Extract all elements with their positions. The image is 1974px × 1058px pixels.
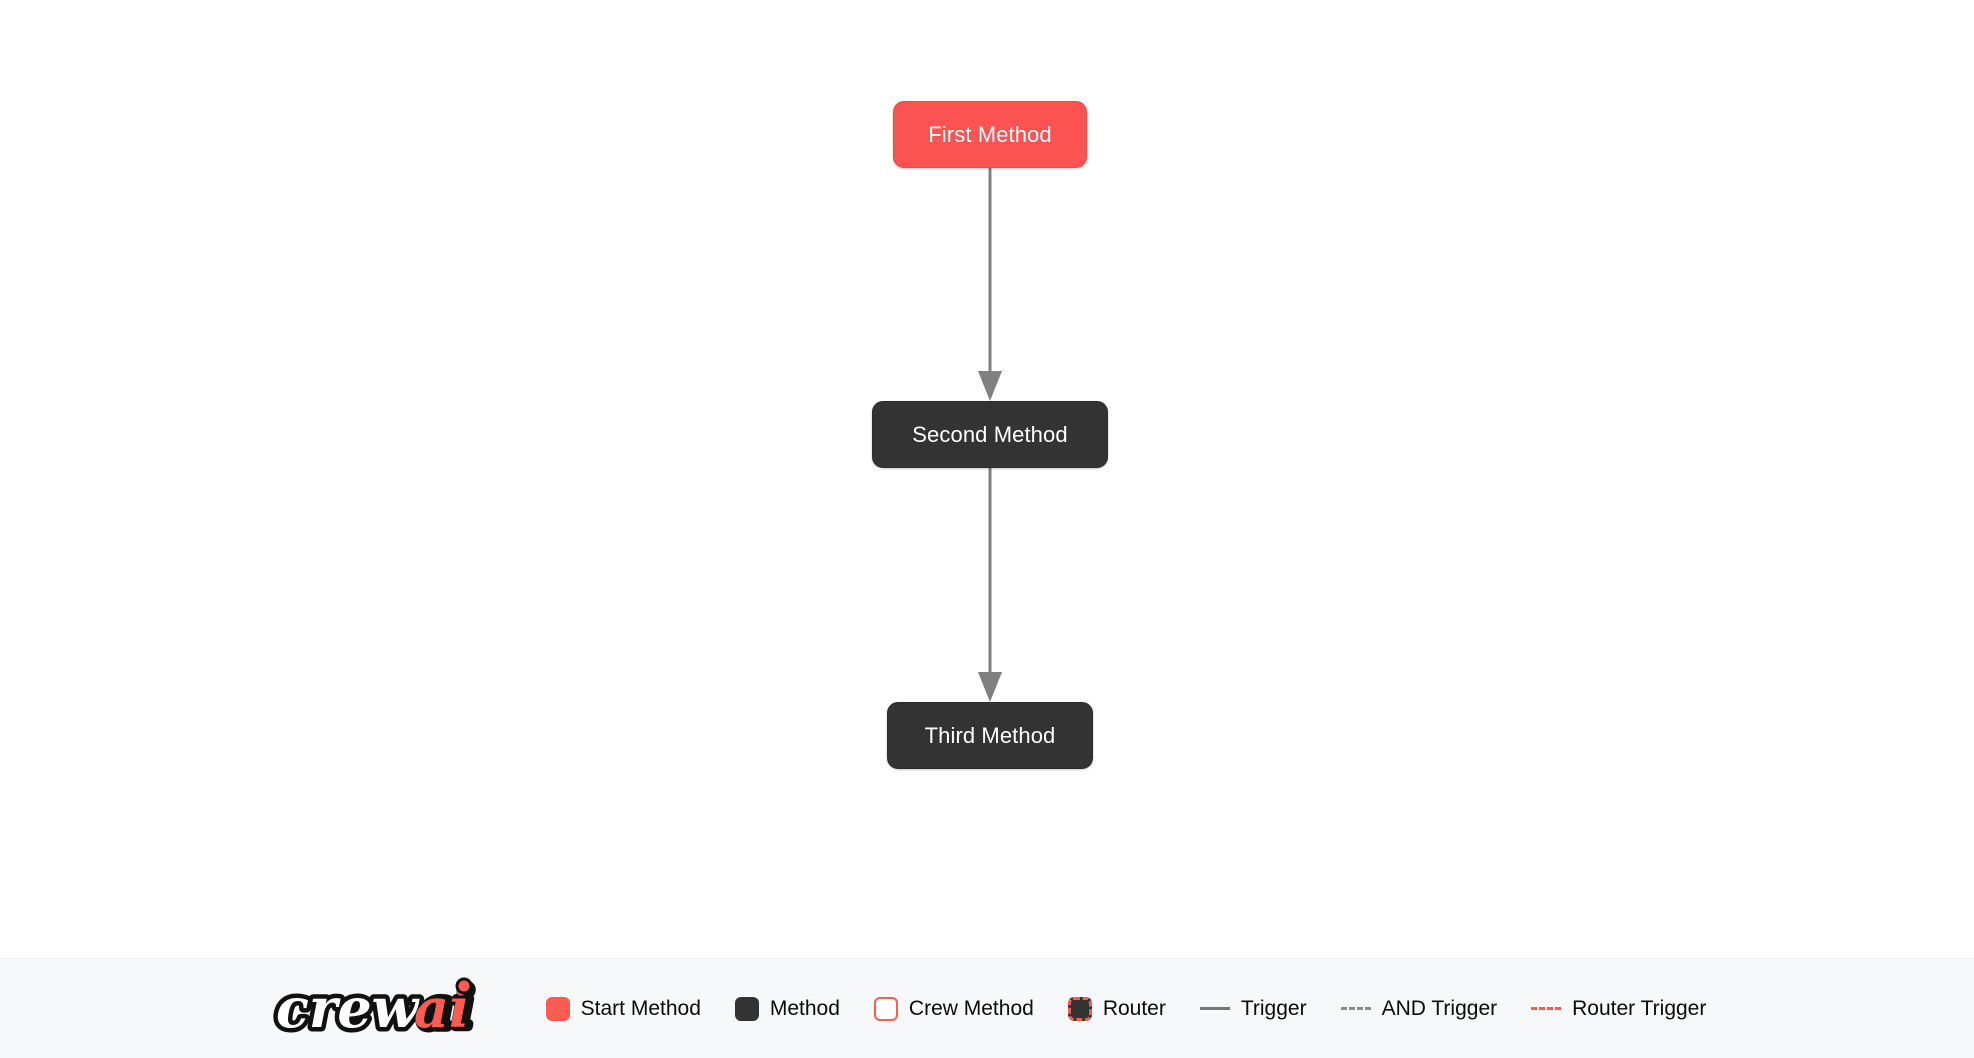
flow-edges-layer: [978, 168, 1002, 702]
legend-item-trigger: Trigger: [1199, 996, 1307, 1021]
legend-label: AND Trigger: [1381, 996, 1498, 1020]
router-trigger-line-icon: [1531, 1007, 1562, 1010]
legend-label: Router: [1102, 996, 1166, 1020]
and-trigger-line-icon: [1340, 1007, 1371, 1010]
legend-item-router-trigger: Router Trigger: [1531, 997, 1706, 1021]
legend-bar: crewai crew ai Start Method Method Crew …: [0, 958, 1974, 1058]
legend-label: Start Method: [580, 996, 701, 1020]
edge-second-third: [978, 468, 1002, 702]
crewai-logo-dot: [455, 977, 473, 994]
router-swatch-icon: [1067, 996, 1092, 1021]
crewai-logo-outline: crewai: [276, 976, 474, 1040]
edge-first-second: [978, 168, 1002, 401]
method-swatch-icon: [734, 996, 759, 1021]
legend-item-method: Method: [734, 996, 840, 1021]
legend-label: Method: [769, 996, 840, 1020]
flow-node-third-method[interactable]: Third Method: [887, 702, 1093, 769]
legend-label: Router Trigger: [1572, 996, 1707, 1020]
crewai-logo: crewai crew ai: [268, 973, 488, 1045]
crewai-logo-mark: crewai crew ai: [271, 973, 478, 1045]
flow-node-label: Third Method: [924, 722, 1056, 748]
start-method-swatch-icon: [545, 996, 570, 1021]
crewai-logo-crew: crew: [276, 976, 421, 1040]
trigger-line-icon: [1199, 1007, 1230, 1010]
flow-node-second-method[interactable]: Second Method: [872, 401, 1108, 468]
legend-item-start-method: Start Method: [545, 996, 701, 1021]
legend-label: Crew Method: [908, 996, 1034, 1020]
legend-item-router: Router: [1067, 996, 1166, 1021]
flow-node-label: First Method: [928, 121, 1052, 147]
flow-canvas[interactable]: First Method Second Method Third Method: [0, 0, 1974, 958]
legend-item-crew-method: Crew Method: [873, 996, 1034, 1021]
flow-node-first-method[interactable]: First Method: [893, 101, 1087, 168]
legend-item-and-trigger: AND Trigger: [1340, 996, 1498, 1021]
flow-node-label: Second Method: [912, 421, 1068, 447]
legend-label: Trigger: [1240, 996, 1307, 1020]
crew-method-swatch-icon: [873, 996, 898, 1021]
